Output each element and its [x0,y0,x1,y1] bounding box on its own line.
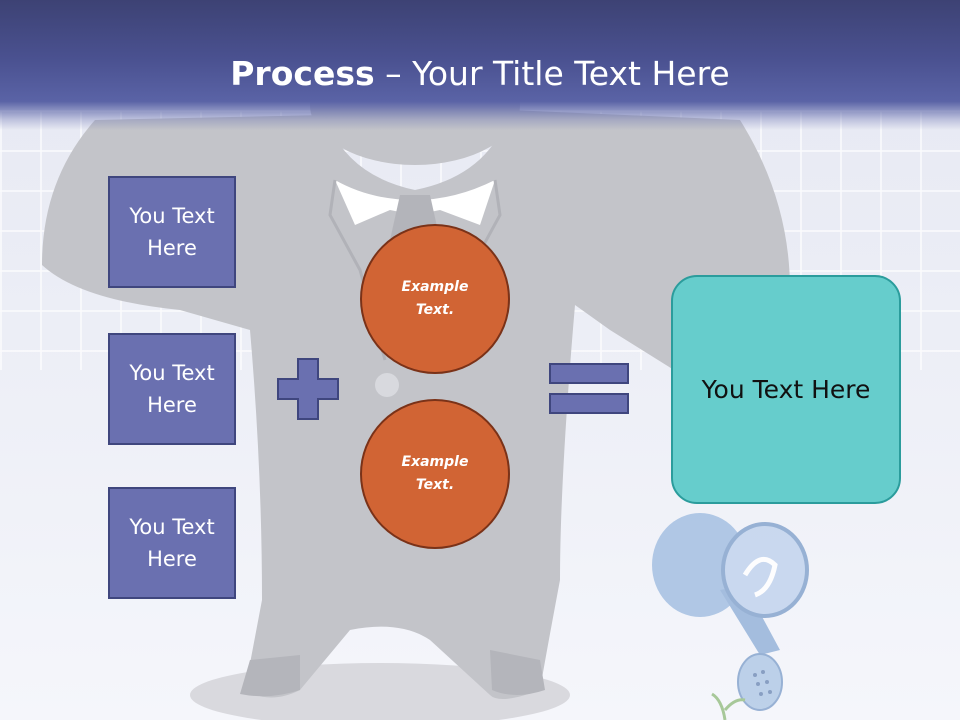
text-box-3[interactable]: You Text Here [108,487,236,599]
shoe-left [240,655,300,697]
text-box-1[interactable]: You Text Here [108,176,236,288]
can-rose [737,653,783,711]
slide-title[interactable]: Process – Your Title Text Here [0,52,960,96]
title-bold: Process [230,54,375,93]
text-box-2[interactable]: You Text Here [108,333,236,445]
plus-icon [277,358,339,420]
shoe-right [490,650,545,695]
example-circle-2[interactable]: Example Text. [360,399,510,549]
sprout [711,692,746,720]
example-circle-1[interactable]: Example Text. [360,224,510,374]
title-bar [0,0,960,130]
jacket-button [375,373,399,397]
title-rest: – Your Title Text Here [374,54,730,93]
equals-icon [549,363,629,414]
can-opening [721,522,809,618]
watering-can-illustration [652,513,809,720]
result-box[interactable]: You Text Here [671,275,901,504]
